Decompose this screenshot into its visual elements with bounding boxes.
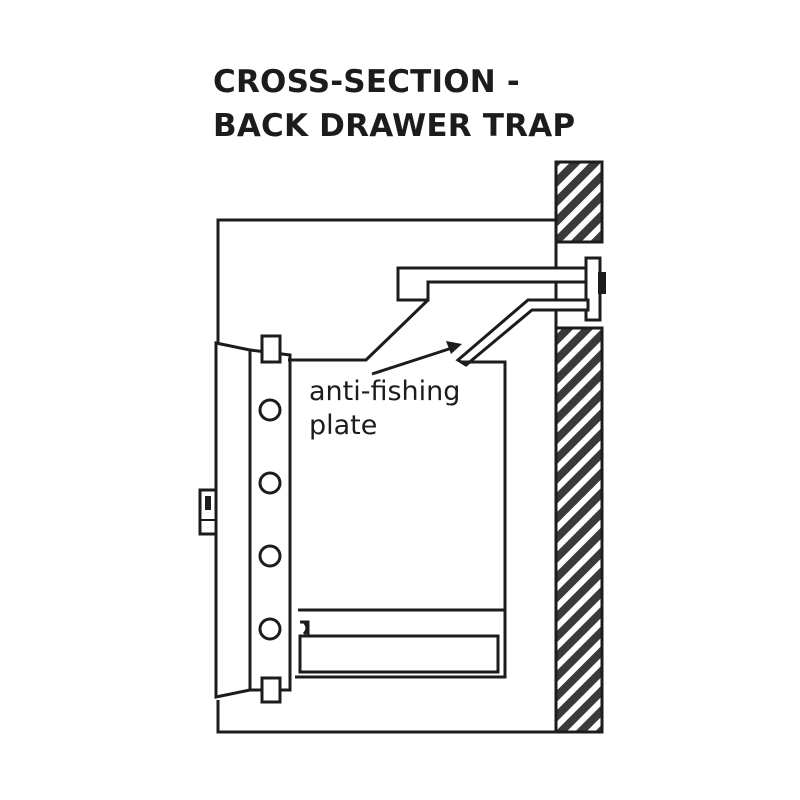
anti-fishing-plate bbox=[455, 298, 590, 367]
inner-compartment bbox=[288, 298, 430, 362]
safe-door bbox=[198, 334, 292, 704]
locking-bolt bbox=[258, 398, 282, 422]
hinge-top bbox=[260, 334, 282, 364]
title-line-2: BACK DRAWER TRAP bbox=[213, 108, 576, 144]
safe-body-outline bbox=[216, 218, 556, 343]
callout-line-1: anti-fishing bbox=[309, 376, 461, 407]
safe-body-bottom bbox=[216, 700, 556, 734]
diagram-title: CROSS-SECTION - BACK DRAWER TRAP bbox=[213, 60, 575, 148]
anti-fishing-plate-label: anti-fishing plate bbox=[309, 375, 460, 443]
locking-bolt bbox=[258, 471, 282, 495]
back-drawer bbox=[298, 608, 505, 674]
top-bracket bbox=[396, 266, 592, 302]
inner-compartment-walls bbox=[295, 360, 507, 679]
hinge-bottom bbox=[260, 676, 282, 704]
handle-icon bbox=[198, 488, 218, 536]
title-line-1: CROSS-SECTION - bbox=[213, 64, 520, 100]
wall bbox=[554, 160, 604, 734]
wall-lower bbox=[554, 326, 604, 734]
locking-bolt bbox=[258, 617, 282, 641]
callout-arrow bbox=[371, 341, 462, 376]
locking-bolt bbox=[258, 544, 282, 568]
door-panel bbox=[214, 341, 252, 699]
callout-line-2: plate bbox=[309, 410, 378, 441]
wall-upper bbox=[554, 160, 604, 244]
